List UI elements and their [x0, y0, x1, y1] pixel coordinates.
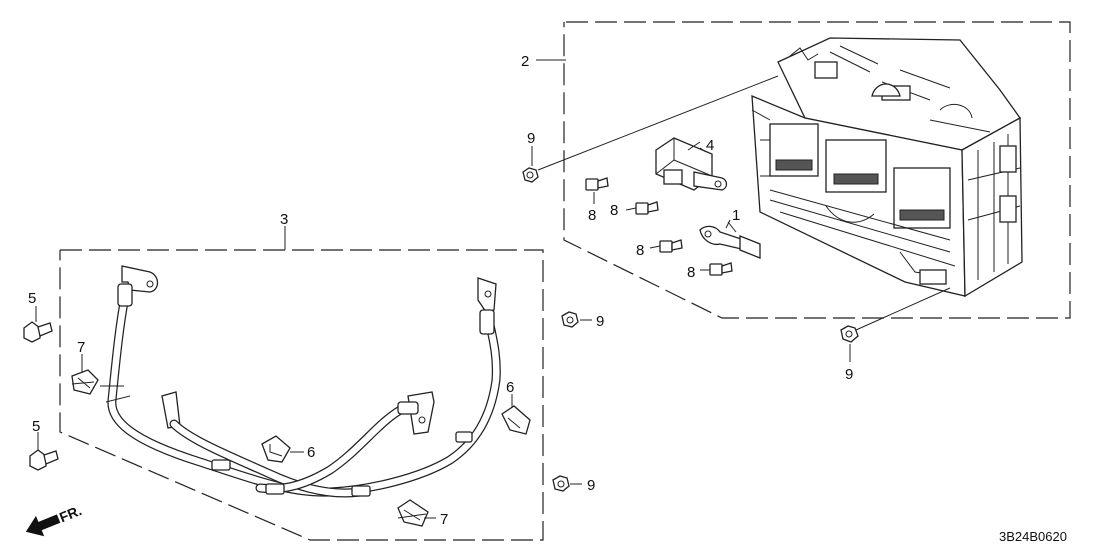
front-label: FR. — [57, 502, 84, 525]
callout-9a: 9 — [527, 130, 535, 147]
callout-5b: 5 — [32, 418, 40, 435]
callout-7b: 7 — [440, 511, 448, 528]
clip-6a — [261, 435, 291, 463]
bolt-8a — [585, 177, 609, 191]
callout-6b: 6 — [506, 379, 514, 396]
callout-1: 1 — [732, 207, 740, 224]
clip-7b — [397, 499, 429, 527]
nut-9a — [522, 75, 779, 183]
clip-7a — [71, 369, 99, 395]
callout-6a: 6 — [307, 444, 315, 461]
nut-9d — [552, 475, 570, 492]
group-2-outline — [536, 21, 1071, 319]
nut-9b — [840, 287, 951, 343]
callout-5a: 5 — [28, 290, 36, 307]
bolt-8c — [659, 239, 683, 253]
callout-labels: 1 2 3 4 5 5 6 6 7 7 8 8 8 8 9 9 9 9 — [28, 53, 853, 528]
callout-9d: 9 — [587, 477, 595, 494]
bolt-5a — [23, 321, 53, 343]
callout-8a: 8 — [588, 207, 596, 224]
callout-8c: 8 — [636, 242, 644, 259]
callout-3: 3 — [280, 211, 288, 228]
callout-2: 2 — [521, 53, 529, 70]
bolt-8d — [709, 262, 733, 276]
nut-9c — [561, 311, 579, 328]
leader-lines — [35, 141, 851, 519]
bolt-5b — [29, 449, 59, 471]
front-direction-indicator: FR. — [25, 502, 84, 537]
wire-harness — [100, 265, 501, 498]
callout-8b: 8 — [610, 202, 618, 219]
cable-part-1 — [699, 221, 761, 259]
drawing-code: 3B24B0620 — [999, 529, 1067, 544]
callout-9b: 9 — [845, 366, 853, 383]
front-arrow-icon — [25, 514, 61, 537]
sensor-part-4 — [655, 137, 728, 191]
bolt-8b — [635, 201, 659, 215]
callout-4: 4 — [706, 137, 714, 154]
clip-6b — [501, 405, 531, 435]
callout-8d: 8 — [687, 264, 695, 281]
junction-box — [751, 37, 1023, 298]
callout-9c: 9 — [596, 313, 604, 330]
callout-7a: 7 — [77, 339, 85, 356]
group-3-outline — [59, 226, 544, 541]
